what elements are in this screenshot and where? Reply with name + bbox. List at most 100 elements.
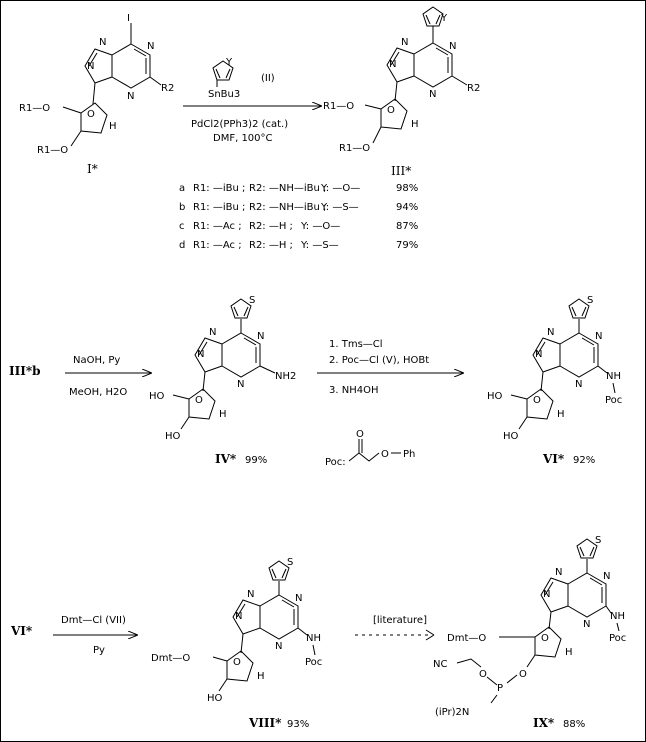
n1-label: N xyxy=(147,41,154,52)
row-b-y: Y: —S— xyxy=(320,202,359,213)
iii-n8: N xyxy=(389,59,396,70)
n7-label: N xyxy=(99,37,106,48)
iii-r2: R2 xyxy=(467,83,480,94)
compound-I-label: I* xyxy=(87,162,98,176)
poc-carbonyl-o: O xyxy=(356,429,364,440)
compound-IX-structure: S N N N N NH Poc O H Dmt—O O P O NC (iPr… xyxy=(433,535,626,718)
step2-reagent-a: NaOH, Py xyxy=(73,355,120,366)
step3-line2: 2. Poc—Cl (V), HOBt xyxy=(329,355,429,366)
row-a-r1: R1: —iBu ; xyxy=(193,183,245,194)
ix-n8: N xyxy=(543,589,550,600)
compound-VIII-structure: S N N N N NH Poc O H Dmt—O HO xyxy=(151,557,322,704)
poc-ph: Ph xyxy=(403,449,415,460)
conditions1-label: DMF, 100°C xyxy=(213,133,273,144)
row-d-r2: R2: —H ; xyxy=(249,240,293,251)
stannane-sn-label: SnBu3 xyxy=(208,89,240,100)
h-label: H xyxy=(109,121,117,132)
iv-s: S xyxy=(249,295,255,306)
iv-ho-bottom: HO xyxy=(165,431,181,442)
poc-ether-o: O xyxy=(381,449,389,460)
viii-poc: Poc xyxy=(305,657,322,668)
viii-n3: N xyxy=(275,641,282,652)
vi-h: H xyxy=(557,409,565,420)
ix-o-cyano: O xyxy=(479,669,487,680)
row-a-r2: R2: —NH—iBu ; xyxy=(249,183,326,194)
iv-ho-top: HO xyxy=(149,391,165,402)
step4-reagent-a: Dmt—Cl (VII) xyxy=(61,615,126,626)
row-d-yield: 79% xyxy=(396,240,418,251)
r1o-label: R1—O xyxy=(19,103,50,114)
compound-IX-yield: 88% xyxy=(563,719,585,730)
iii-n3: N xyxy=(429,89,436,100)
step2-reagent-b: MeOH, H2O xyxy=(69,387,127,398)
compound-VI-yield: 92% xyxy=(573,455,595,466)
ix-sugar-o: O xyxy=(541,633,549,644)
r2-label: R2 xyxy=(161,83,174,94)
step5-label: [literature] xyxy=(373,615,427,626)
viii-h: H xyxy=(257,671,265,682)
row-a-y: Y: —O— xyxy=(320,183,360,194)
viii-dmto: Dmt—O xyxy=(151,653,190,664)
row-b-r1: R1: —iBu ; xyxy=(193,202,245,213)
row-d-id: d xyxy=(179,240,185,251)
row-c-r2: R2: —H ; xyxy=(249,221,293,232)
vi-poc: Poc xyxy=(605,395,622,406)
compound-IV-label: IV* xyxy=(215,452,237,466)
poc-definition: Poc: O O Ph xyxy=(325,429,415,468)
vi-n8: N xyxy=(535,349,542,360)
compound-VIII-yield: 93% xyxy=(287,719,309,730)
n3-label: N xyxy=(127,91,134,102)
r1o-b-label: R1—O xyxy=(37,145,68,156)
compound-VIII-label: VIII* xyxy=(248,716,282,730)
iodo-label: I xyxy=(127,13,130,24)
step3-line1: 1. Tms—Cl xyxy=(329,339,383,350)
row-c-y: Y: —O— xyxy=(300,221,340,232)
viii-nh: NH xyxy=(306,633,321,644)
row-b-id: b xyxy=(179,202,185,213)
compound-VI-label: VI* xyxy=(542,452,565,466)
viii-n8: N xyxy=(235,611,242,622)
iv-h: H xyxy=(219,409,227,420)
ix-n1: N xyxy=(603,571,610,582)
viii-s: S xyxy=(287,557,293,568)
ix-dmto: Dmt—O xyxy=(447,633,486,644)
row-a-id: a xyxy=(179,183,185,194)
iii-n7: N xyxy=(401,37,408,48)
ix-poc: Poc xyxy=(609,633,626,644)
iii-r1o-b: R1—O xyxy=(339,143,370,154)
iii-h: H xyxy=(411,119,419,130)
compound-III-label: III* xyxy=(391,164,411,178)
row-b-r2: R2: —NH—iBu ; xyxy=(249,202,326,213)
iii-sugar-o: O xyxy=(387,105,395,116)
compound-IX-label: IX* xyxy=(533,716,555,730)
stannane-id-label: (II) xyxy=(261,73,275,84)
substituent-table: a R1: —iBu ; R2: —NH—iBu ; Y: —O— 98% b … xyxy=(179,183,418,251)
ix-h: H xyxy=(565,647,573,658)
vi-n7: N xyxy=(547,327,554,338)
iii-n1: N xyxy=(449,41,456,52)
vi-ho-top: HO xyxy=(487,391,503,402)
ix-s: S xyxy=(595,535,601,546)
ix-nc: NC xyxy=(433,659,447,670)
step4-reagent-b: Py xyxy=(93,645,105,656)
step3-line3: 3. NH4OH xyxy=(329,385,378,396)
ix-p: P xyxy=(497,683,503,694)
compound-VI-start-label: VI* xyxy=(10,624,33,638)
vi-s: S xyxy=(587,295,593,306)
compound-III-b-label: III*b xyxy=(9,364,41,378)
viii-n7: N xyxy=(247,589,254,600)
vi-ho-bottom: HO xyxy=(503,431,519,442)
iii-r1o: R1—O xyxy=(323,101,354,112)
iv-n1: N xyxy=(257,331,264,342)
row-c-id: c xyxy=(179,221,185,232)
compound-VI-structure: S N N N N NH Poc O H HO HO xyxy=(487,295,622,442)
viii-n1: N xyxy=(295,593,302,604)
ix-nh: NH xyxy=(610,611,625,622)
iii-y-label: Y xyxy=(440,13,448,24)
compound-IV-structure: S N N N N NH2 O H HO HO xyxy=(149,295,296,442)
row-c-r1: R1: —Ac ; xyxy=(193,221,242,232)
viii-sugar-o: O xyxy=(233,657,241,668)
sugar-o-label: O xyxy=(87,109,95,120)
